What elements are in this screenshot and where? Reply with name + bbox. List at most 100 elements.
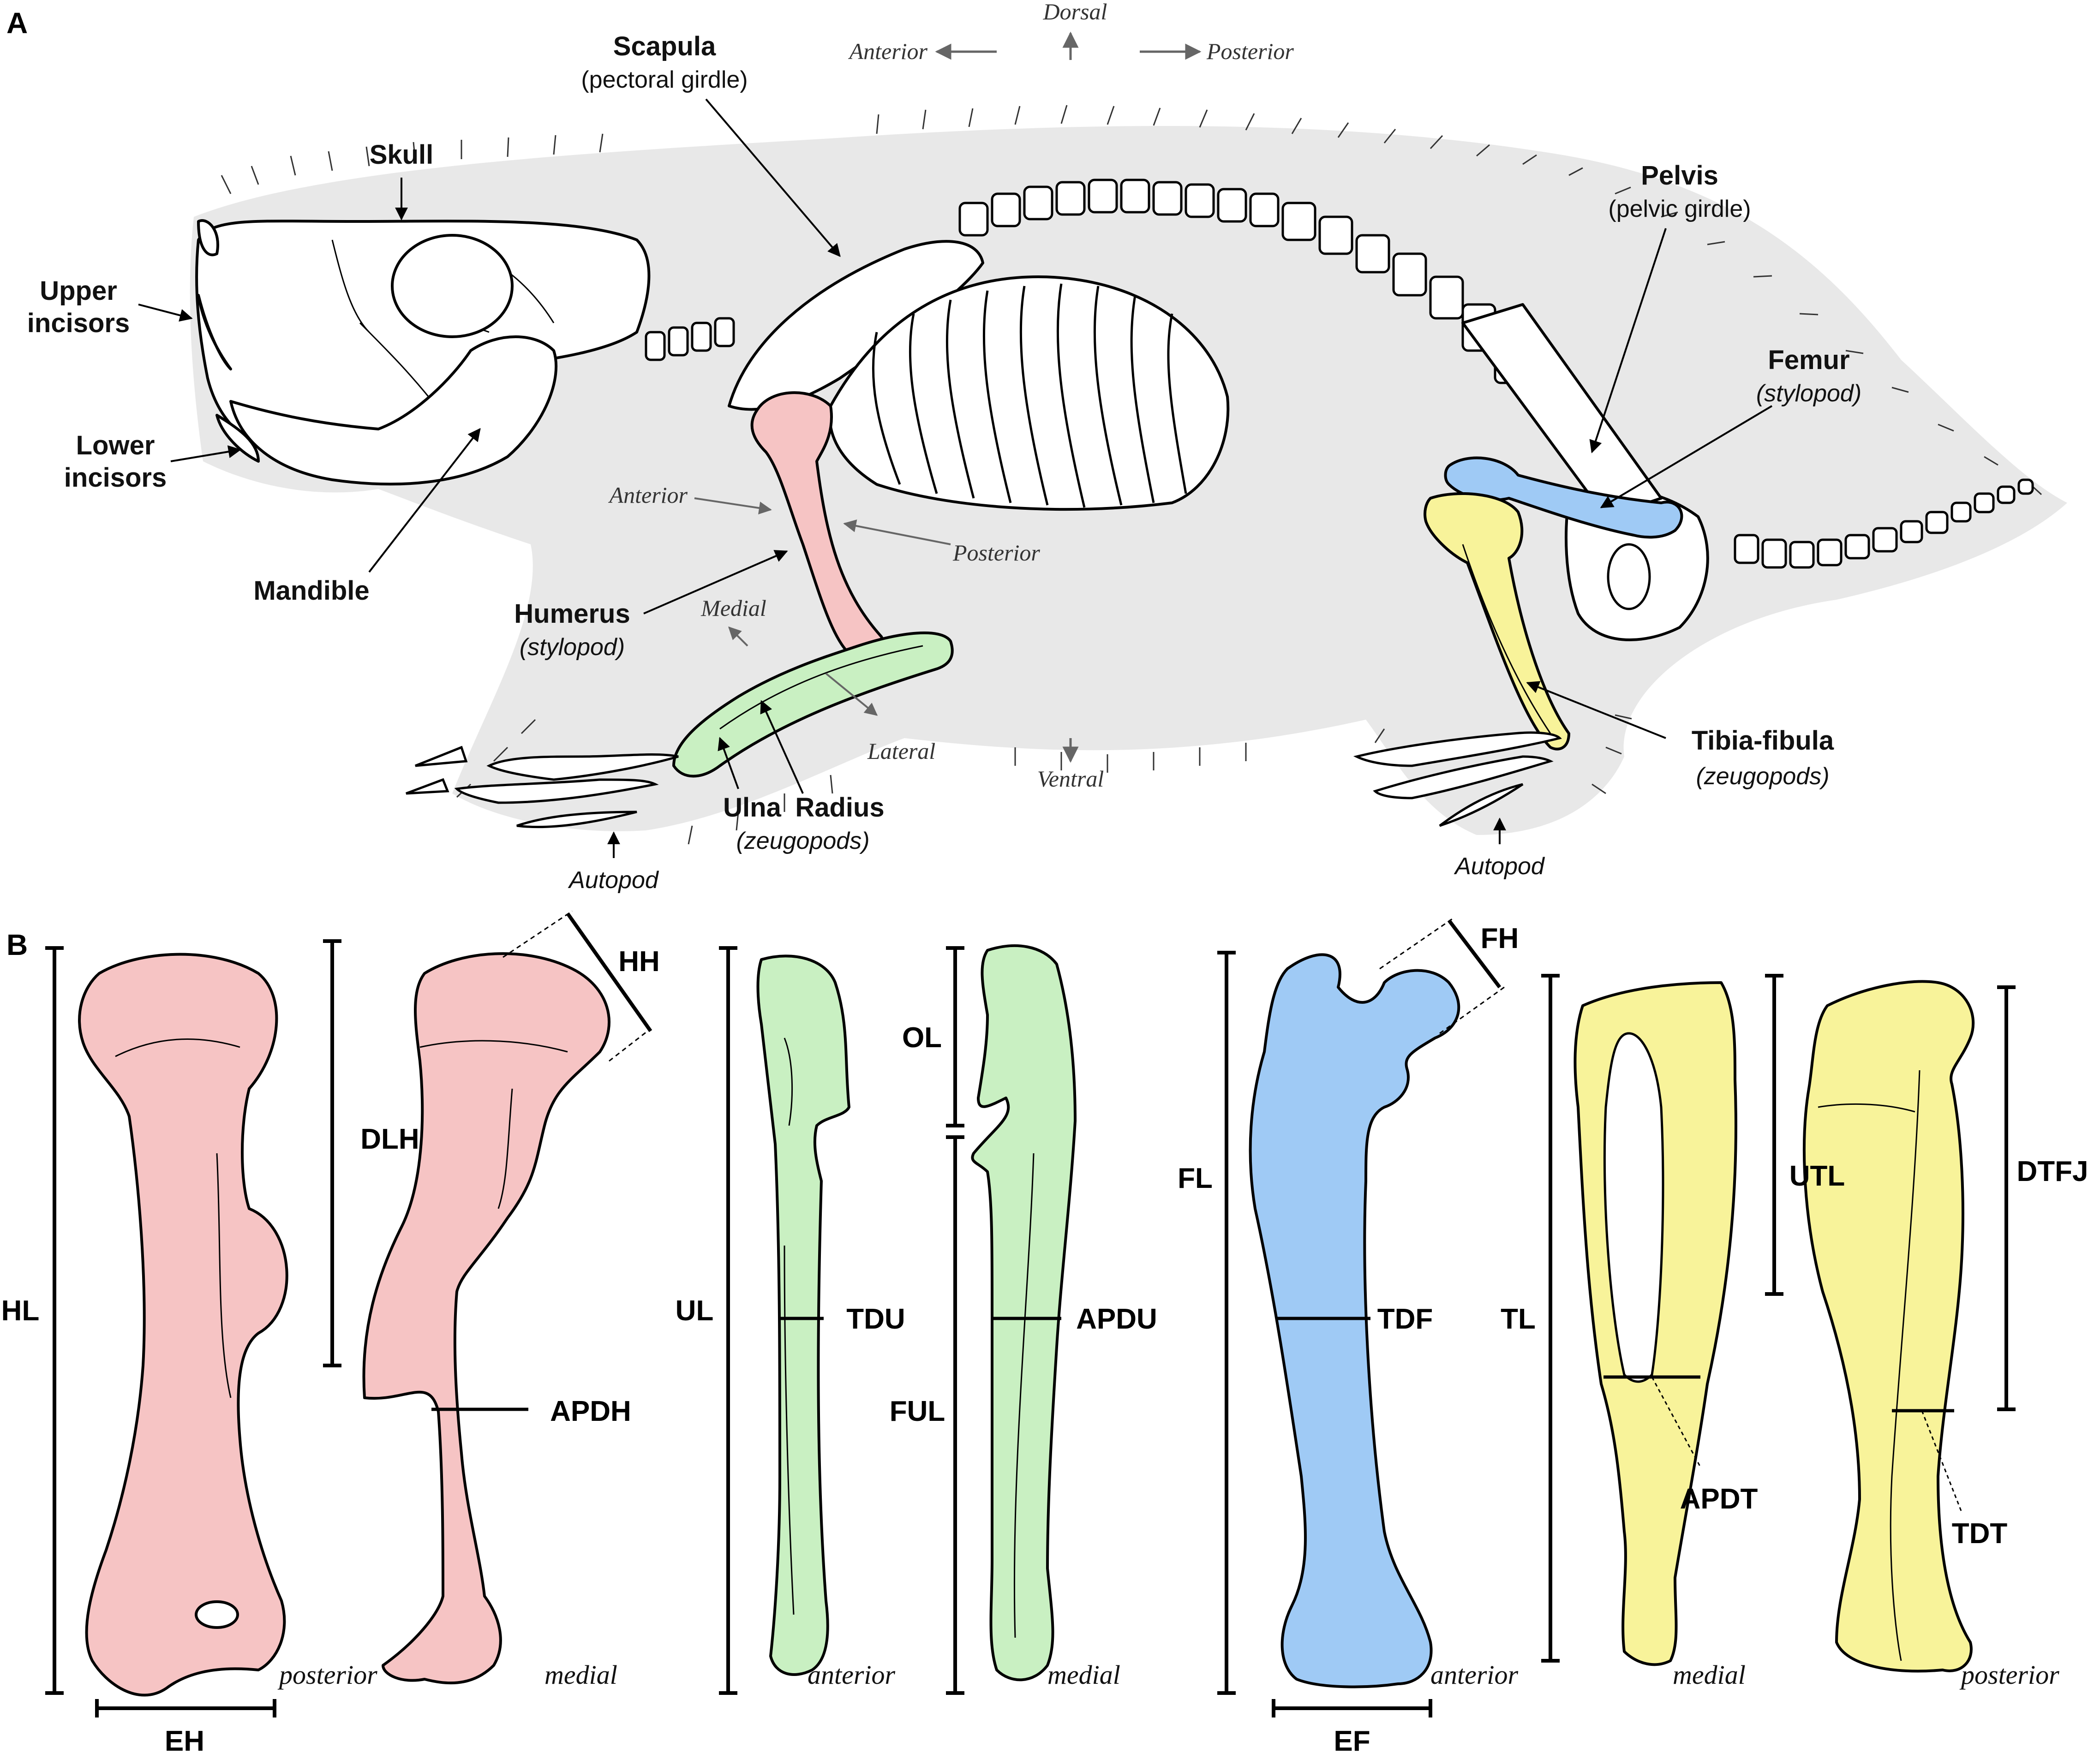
nasal-shape <box>197 219 219 256</box>
ilium-shape <box>1461 303 1663 518</box>
meas-ef: EF <box>1334 1725 1370 1757</box>
label-skull: Skull <box>370 140 434 170</box>
humerus-dir-posterior: Posterior <box>952 540 1040 566</box>
view-ulna-1: anterior <box>808 1660 896 1690</box>
label-upper-incisors-1: Upper <box>40 276 117 306</box>
lateral-arrow <box>825 673 878 716</box>
meas-utl: UTL <box>1789 1160 1845 1192</box>
meas-dtfj: DTFJ <box>2017 1156 2088 1187</box>
label-pelvis: Pelvis <box>1641 161 1718 191</box>
tibia-fibula-line <box>1462 544 1551 734</box>
panel-b-label: B <box>6 928 28 961</box>
label-humerus-sub: (stylopod) <box>520 634 625 661</box>
hl-bar <box>45 946 64 1695</box>
label-ulna: Ulna <box>723 793 781 823</box>
tibia-medial-gap <box>1603 1032 1664 1383</box>
fl-bar <box>1217 951 1236 1695</box>
ulna-radius-line <box>719 645 923 730</box>
meas-tl: TL <box>1501 1303 1536 1335</box>
view-tibia-2: posterior <box>1959 1660 2059 1690</box>
meas-dlh: DLH <box>360 1123 419 1155</box>
meas-hl: HL <box>1 1295 40 1327</box>
mandible-shape <box>229 335 558 486</box>
fh-bar <box>1447 919 1502 989</box>
rib-cage-shape <box>828 275 1230 511</box>
meas-tdu: TDU <box>846 1303 905 1335</box>
forefoot-shape <box>406 745 679 829</box>
ul-bar <box>719 946 737 1695</box>
label-lower-incisors-1: Lower <box>76 430 155 460</box>
meas-apdt: APDT <box>1680 1483 1758 1515</box>
tibia-posterior-shape <box>1803 980 1975 1673</box>
humerus-posterior-details <box>115 1038 240 1398</box>
mandible-pointer <box>368 428 481 573</box>
tibia-posterior-details <box>1818 1070 1921 1661</box>
label-tibia-fibula-sub: (zeugopods) <box>1696 763 1829 790</box>
orientation-ventral: Ventral <box>1037 766 1104 792</box>
view-humerus-1: posterior <box>277 1660 377 1690</box>
humerus-dir-lateral: Lateral <box>867 738 935 764</box>
dlh-bar <box>323 939 341 1367</box>
meas-apdh: APDH <box>550 1395 631 1427</box>
label-femur-sub: (stylopod) <box>1756 380 1861 407</box>
hh-bar <box>566 912 652 1032</box>
meas-hh: HH <box>618 946 660 978</box>
meas-ul: UL <box>676 1295 714 1327</box>
orientation-posterior: Posterior <box>1206 38 1294 64</box>
hindfoot-shape <box>1353 731 1562 827</box>
lower-incisors-pointer <box>170 445 241 462</box>
humerus-medial-details <box>419 1040 568 1209</box>
medial-arrow <box>728 626 748 647</box>
hh-guide-2 <box>609 1028 651 1062</box>
meas-fh: FH <box>1481 923 1519 954</box>
upper-incisor-shape <box>197 294 232 370</box>
label-autopod-fore: Autopod <box>568 867 659 894</box>
scapula-pointer <box>705 98 841 257</box>
label-pelvis-sub: (pelvic girdle) <box>1608 196 1751 222</box>
dtfj-bar <box>1997 985 2016 1411</box>
humerus-medial-shape <box>362 952 610 1685</box>
label-upper-incisors-2: incisors <box>27 308 130 338</box>
label-autopod-hind: Autopod <box>1454 853 1545 880</box>
label-femur: Femur <box>1768 345 1849 375</box>
obturator-foramen <box>1607 543 1651 610</box>
ol-bar <box>946 946 964 1127</box>
eh-bar <box>95 1699 276 1717</box>
meas-ol: OL <box>902 1022 942 1054</box>
fh-guide-1 <box>1379 917 1454 970</box>
label-lower-incisors-2: incisors <box>64 463 167 493</box>
humerus-anterior-arrow <box>694 497 772 515</box>
label-scapula-sub: (pectoral girdle) <box>581 66 748 93</box>
label-ulna-radius-sub: (zeugopods) <box>736 828 869 854</box>
panel-a-label: A <box>6 6 28 40</box>
label-tibia-fibula: Tibia-fibula <box>1692 726 1834 756</box>
radius-pointer <box>760 700 804 794</box>
hh-guide-1 <box>503 910 573 958</box>
pelvis-pointer <box>1589 228 1667 453</box>
ulna-anterior-shape <box>756 954 850 1676</box>
humerus-posterior-shape <box>78 953 288 1697</box>
vertebral-column <box>645 179 2034 569</box>
meas-fl: FL <box>1178 1163 1213 1194</box>
humerus-posterior-arrow <box>843 519 951 545</box>
humerus-foramen <box>195 1600 239 1629</box>
view-femur: anterior <box>1430 1660 1519 1690</box>
meas-eh: EH <box>165 1725 204 1757</box>
tibia-fibula-pointer <box>1526 681 1666 739</box>
label-scapula: Scapula <box>613 31 716 61</box>
ulna-anterior-details <box>784 1038 795 1615</box>
meas-tdf: TDF <box>1377 1303 1433 1335</box>
meas-tdt: TDT <box>1952 1518 2008 1550</box>
label-radius: Radius <box>795 793 884 823</box>
orientation-anterior: Anterior <box>848 38 928 64</box>
ef-bar <box>1272 1699 1432 1717</box>
humerus-dir-medial: Medial <box>700 595 766 621</box>
meas-apdu: APDU <box>1076 1303 1157 1335</box>
orbit-shape <box>391 234 514 338</box>
meas-ful: FUL <box>890 1395 945 1427</box>
humerus-dir-anterior: Anterior <box>608 482 688 508</box>
lower-incisor-shape <box>215 414 260 463</box>
label-mandible: Mandible <box>253 576 369 606</box>
utl-bar <box>1765 974 1783 1296</box>
